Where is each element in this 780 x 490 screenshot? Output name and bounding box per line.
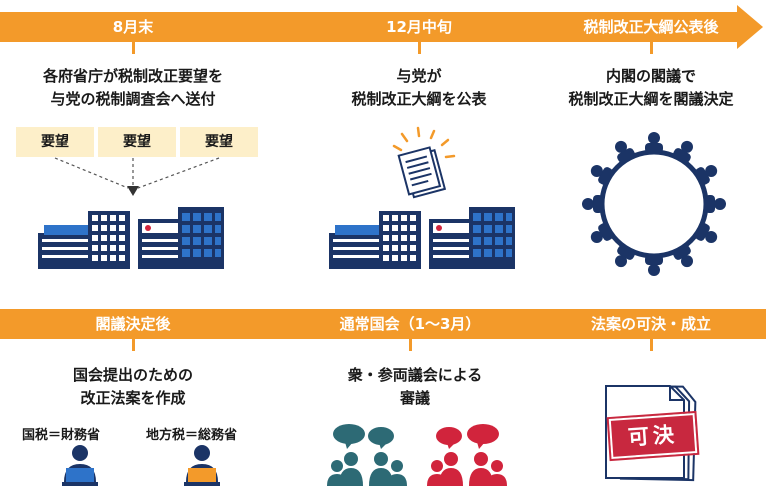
government-buildings-icon [38, 207, 224, 269]
cabinet-member-icon [695, 223, 718, 243]
col3-description: 内閣の閣議で 税制改正大綱を閣議決定 [568, 65, 733, 111]
col2-line2: 税制改正大綱を公表 [351, 90, 487, 108]
cabinet-member-icon [590, 165, 613, 185]
bottom-tick-3 [650, 339, 653, 351]
stage-label-mid-dec: 12月中旬 [386, 18, 452, 36]
worker-laptop-icon-orange [184, 445, 220, 486]
bottom-tick-2 [409, 339, 412, 351]
stage-label-after-outline: 税制改正大綱公表後 [583, 18, 719, 36]
approved-stamp: 可決 [606, 410, 700, 462]
cabinet-member-icon [645, 255, 663, 276]
bottom-col2-line1: 衆・参両議会による [347, 366, 483, 384]
document-publish-icon [392, 126, 456, 199]
local-tax-label: 地方税＝総務省 [146, 428, 238, 443]
bottom-col1-line2: 改正法案を作成 [80, 389, 186, 407]
bottom-tick-1 [132, 339, 135, 351]
col1-line2: 与党の税制調査会へ送付 [50, 90, 216, 108]
approved-stamp-text: 可決 [627, 421, 679, 450]
col2-description: 与党が 税制改正大綱を公表 [351, 65, 486, 111]
cabinet-member-icon [590, 223, 613, 243]
cabinet-member-icon [615, 140, 635, 163]
cabinet-member-icon [673, 245, 693, 268]
worker-laptop-icon-blue [62, 445, 98, 486]
cabinet-member-icon [645, 132, 663, 153]
stage-label-bill-passed: 法案の可決・成立 [590, 315, 712, 333]
top-timeline-arrowhead [737, 5, 763, 49]
stage-label-aug-end: 8月末 [112, 18, 154, 36]
stage-label-ordinary-diet: 通常国会（1～3月） [339, 315, 481, 333]
col1-description: 各府省庁が税制改正要望を 与党の税制調査会へ送付 [43, 65, 223, 111]
top-tick-3 [650, 42, 653, 54]
national-tax-label: 国税＝財務省 [22, 428, 101, 443]
bottom-col2-line2: 審議 [399, 389, 430, 407]
cabinet-member-icon [695, 165, 718, 185]
bottom-col1-line1: 国会提出のための [72, 366, 194, 384]
diet-debate-group-red-icon [427, 424, 507, 486]
stage-label-after-cabinet: 閣議決定後 [95, 315, 171, 333]
bottom-col1-description: 国会提出のための 改正法案を作成 [73, 364, 193, 410]
cabinet-member-icon [615, 245, 635, 268]
cabinet-member-icon [705, 195, 726, 213]
top-tick-1 [132, 42, 135, 54]
bottom-timeline-band [0, 309, 766, 339]
col3-line1: 内閣の閣議で [605, 67, 697, 85]
request-tag-3: 要望 [180, 127, 258, 157]
col3-line2: 税制改正大綱を閣議決定 [568, 90, 734, 108]
top-tick-2 [418, 42, 421, 54]
cabinet-member-icon [582, 195, 603, 213]
request-tag-2: 要望 [98, 127, 176, 157]
col2-line1: 与党が [396, 67, 442, 85]
cabinet-member-icon [673, 140, 693, 163]
diet-debate-group-teal-icon [327, 424, 407, 486]
request-tag-1: 要望 [16, 127, 94, 157]
top-timeline-band [0, 12, 738, 42]
col1-line1: 各府省庁が税制改正要望を [42, 67, 224, 85]
government-buildings-icon-2 [329, 207, 515, 269]
cabinet-meeting-table-icon [582, 132, 726, 276]
bottom-col2-description: 衆・参両議会による 審議 [348, 364, 483, 410]
